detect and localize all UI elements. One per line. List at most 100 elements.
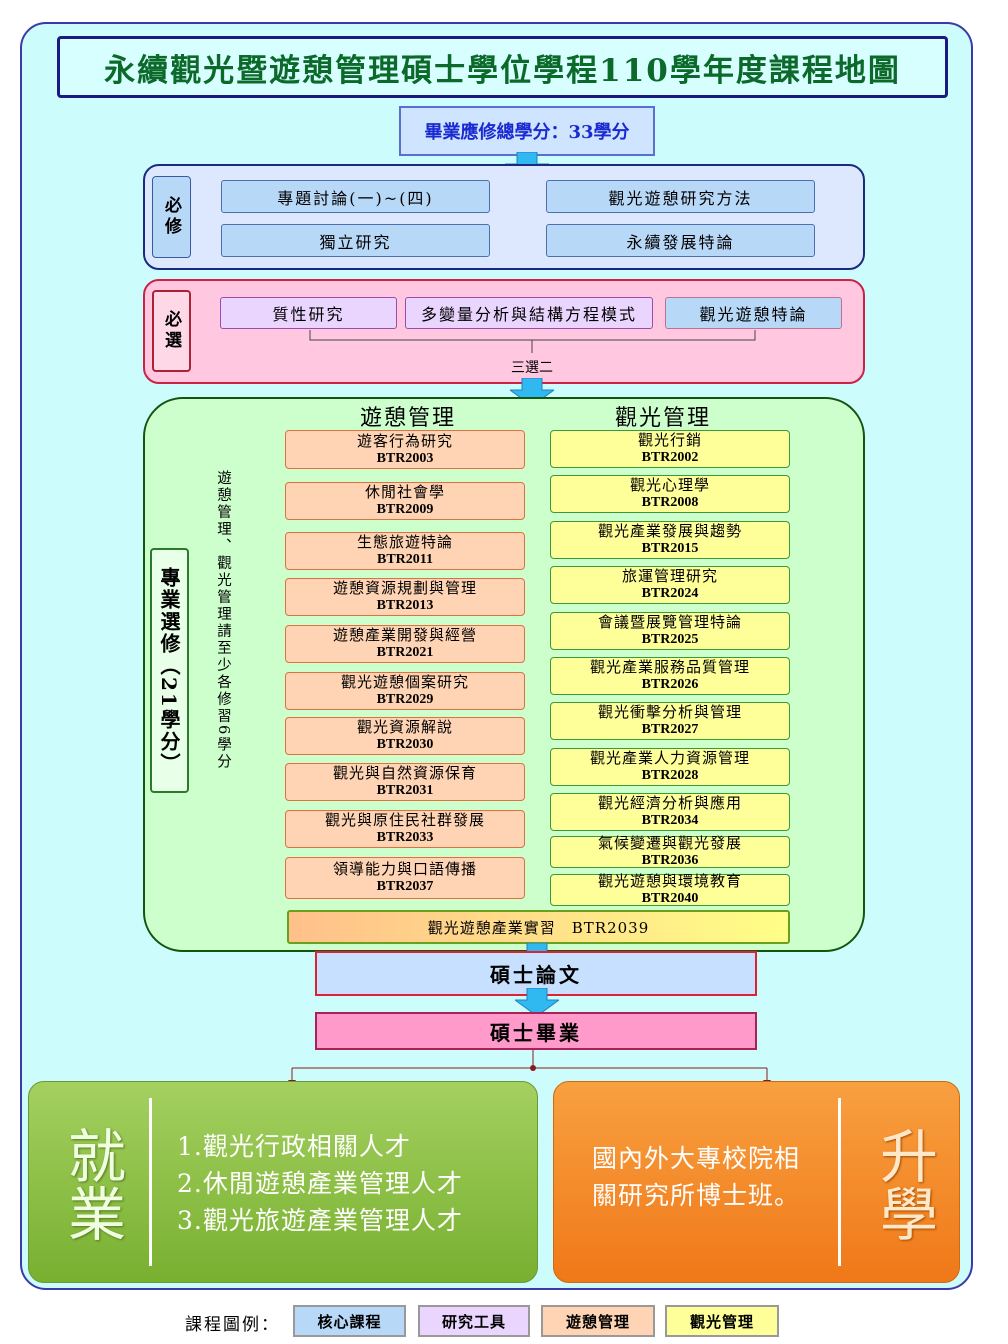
- elective-note: 遊憩管理、觀光管理請至少各修習6學分: [215, 470, 231, 771]
- tourism-header: 觀光管理: [614, 406, 711, 431]
- further-study-text: 國內外大專校院相關研究所博士班。: [592, 1144, 801, 1210]
- course-name: 觀光產業人力資源管理: [589, 749, 750, 767]
- course-code: BTR2031: [376, 783, 434, 798]
- course-code: BTR2021: [376, 645, 434, 660]
- employment-item: 2.休閒遊憩產業管理人才: [177, 1169, 463, 1198]
- course-name: 生態旅遊特論: [356, 533, 453, 551]
- course-code: BTR2025: [641, 632, 699, 647]
- elective-label: 專業選修（21學分）: [150, 548, 189, 793]
- course-code: BTR2037: [376, 879, 434, 894]
- course-code: BTR2027: [641, 722, 699, 737]
- required-course: 永續發展特論: [546, 224, 815, 257]
- course-name: 觀光遊憩與環境教育: [597, 872, 742, 890]
- course-code: BTR2008: [641, 495, 699, 510]
- required-elective-label: 必選: [152, 290, 191, 372]
- graduation-box: 碩士畢業: [315, 1012, 757, 1050]
- employment-box: 就業 1.觀光行政相關人才 2.休閒遊憩產業管理人才 3.觀光旅遊產業管理人才: [28, 1081, 538, 1283]
- legend-core: 核心課程: [293, 1305, 406, 1337]
- legend-research-tools: 研究工具: [418, 1305, 530, 1337]
- course-name: 觀光遊憩個案研究: [340, 673, 469, 691]
- required-course: 專題討論(一)~(四): [221, 180, 490, 213]
- course-code: BTR2013: [376, 598, 434, 613]
- divider: [149, 1098, 152, 1266]
- course-name: 觀光產業發展與趨勢: [597, 522, 742, 540]
- course-code: BTR2002: [641, 450, 699, 465]
- course-code: BTR2009: [376, 502, 434, 517]
- course-code: BTR2015: [641, 541, 699, 556]
- course-name: 遊憩產業開發與經營: [332, 626, 477, 644]
- course-name: 觀光心理學: [629, 476, 710, 494]
- required-course: 獨立研究: [221, 224, 490, 257]
- divider: [838, 1098, 841, 1266]
- required-elective-course: 多變量分析與結構方程模式: [405, 297, 653, 329]
- internship-course: 觀光遊憩產業實習 BTR2039: [287, 910, 790, 944]
- legend-label: 課程圖例：: [185, 1315, 280, 1335]
- required-elective-course: 觀光遊憩特論: [665, 297, 842, 329]
- course-name: 觀光衝擊分析與管理: [597, 703, 742, 721]
- course-name: 觀光與自然資源保育: [332, 764, 477, 782]
- arrow-down-icon: [515, 988, 559, 1016]
- choose-two-of-three: 三選二: [511, 360, 553, 376]
- legend-tourism: 觀光管理: [665, 1305, 779, 1337]
- course-code: BTR2034: [641, 813, 699, 828]
- course-name: 觀光資源解說: [356, 718, 453, 736]
- course-code: BTR2029: [376, 692, 434, 707]
- required-elective-panel: [143, 279, 865, 384]
- course-name: 休閒社會學: [364, 483, 445, 501]
- brace-connector: [309, 330, 756, 353]
- course-name: 旅運管理研究: [621, 567, 718, 585]
- course-code: BTR2036: [641, 853, 699, 868]
- course-code: BTR2003: [376, 450, 434, 466]
- course-name: 領導能力與口語傳播: [332, 860, 477, 878]
- employment-list: 1.觀光行政相關人才 2.休閒遊憩產業管理人才 3.觀光旅遊產業管理人才: [177, 1128, 463, 1239]
- course-code: BTR2011: [376, 552, 433, 567]
- course-code: BTR2030: [376, 737, 434, 752]
- course-code: BTR2024: [641, 586, 699, 601]
- course-name: 遊客行為研究: [356, 431, 453, 450]
- course-name: 觀光與原住民社群發展: [324, 811, 485, 829]
- course-name: 會議暨展覽管理特論: [597, 613, 742, 631]
- course-name: 氣候變遷與觀光發展: [597, 834, 742, 852]
- course-name: 觀光行銷: [637, 431, 702, 449]
- legend-recreation: 遊憩管理: [541, 1305, 655, 1337]
- required-course: 觀光遊憩研究方法: [546, 180, 815, 213]
- required-elective-course: 質性研究: [220, 297, 397, 329]
- total-credits: 畢業應修總學分：33學分: [399, 106, 655, 156]
- course-code: BTR2026: [641, 677, 699, 692]
- employment-item: 1.觀光行政相關人才: [177, 1132, 411, 1161]
- recreation-header: 遊憩管理: [359, 406, 456, 431]
- course-code: BTR2033: [376, 830, 434, 845]
- further-study-label: 升學: [870, 1126, 938, 1242]
- course-code: BTR2040: [641, 891, 699, 906]
- required-label: 必修: [152, 176, 191, 258]
- course-name: 遊憩資源規劃與管理: [332, 579, 477, 597]
- course-name: 觀光產業服務品質管理: [589, 658, 750, 676]
- course-name: 觀光經濟分析與應用: [597, 794, 742, 812]
- further-study-box: 國內外大專校院相關研究所博士班。 升學: [553, 1081, 960, 1283]
- page-title: 永續觀光暨遊憩管理碩士學位學程110學年度課程地圖: [57, 36, 948, 98]
- employment-item: 3.觀光旅遊產業管理人才: [177, 1206, 463, 1235]
- course-code: BTR2028: [641, 768, 699, 783]
- employment-label: 就業: [58, 1126, 126, 1242]
